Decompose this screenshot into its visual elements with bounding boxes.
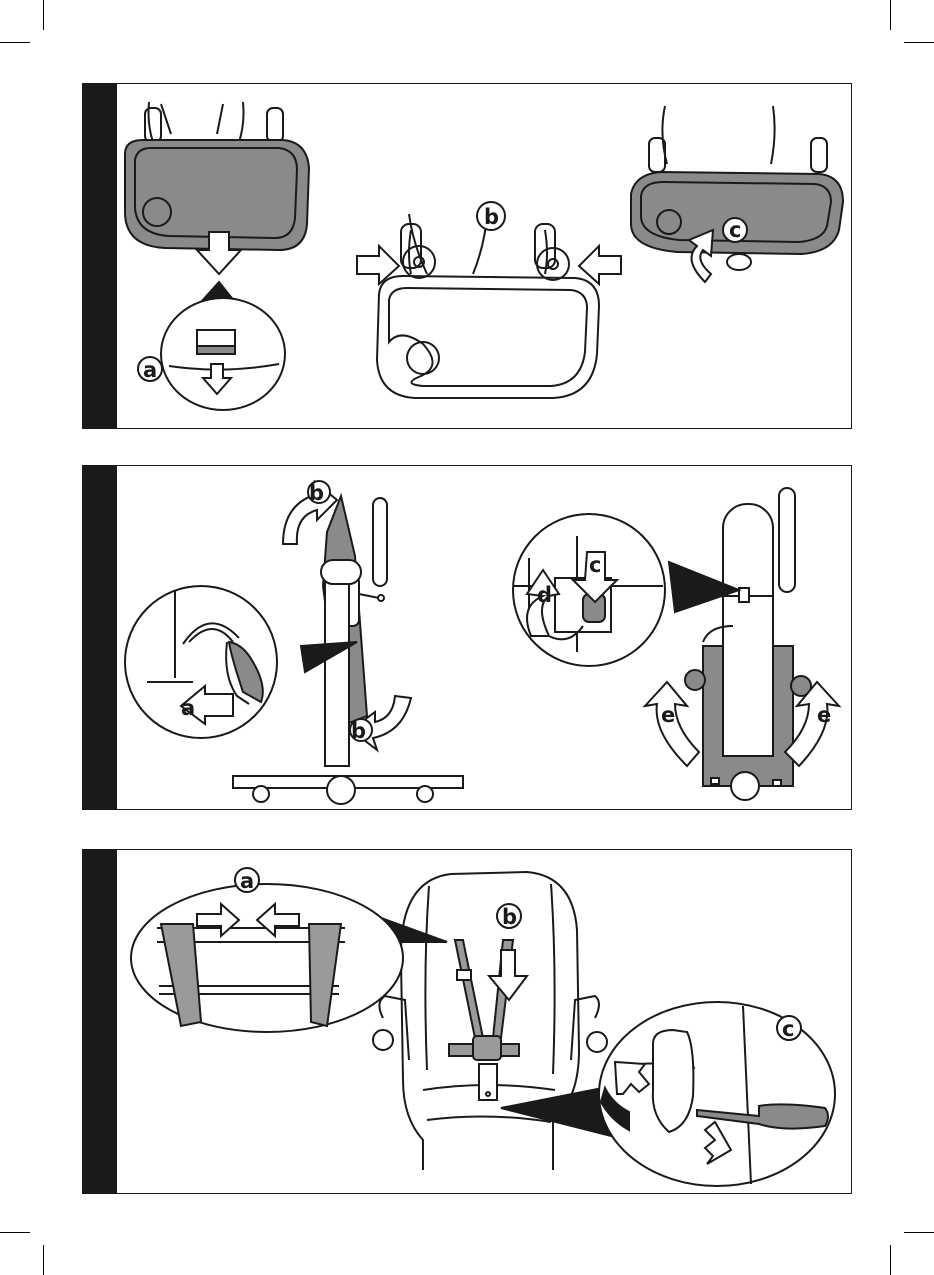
tray-removal-illustration: a b c [83,84,852,429]
panel-folding: b b a c d e e [82,465,852,810]
crop-mark [904,42,934,43]
crop-mark [890,1245,891,1275]
squeeze-arrow-right [579,246,621,284]
crop-mark [890,0,891,30]
panel-harness: a b c [82,849,852,1194]
lift-arrow [689,230,713,282]
label-c: c [729,218,741,242]
label-a: a [181,696,195,720]
crop-mark [43,1245,44,1275]
label-c: c [782,1017,794,1041]
label-a: a [240,869,254,893]
crop-mark [0,1232,30,1233]
crop-mark [0,42,30,43]
label-b: b [502,905,517,929]
label-b-top: b [309,481,324,505]
buckle [473,1036,501,1060]
label-a: a [143,358,157,382]
press-arrow-b [489,950,527,1000]
label-d: d [537,583,552,607]
crop-mark [43,0,44,30]
folding-illustration: b b a c d e e [83,466,852,810]
label-c: c [589,553,601,577]
crop-mark [904,1232,934,1233]
label-b: b [484,205,499,229]
harness-illustration: a b c [83,850,852,1194]
label-e-right: e [817,703,831,727]
strap-left [455,940,483,1038]
label-b-bottom: b [351,719,366,743]
panel-tray-removal: a b c [82,83,852,429]
label-e-left: e [661,703,675,727]
